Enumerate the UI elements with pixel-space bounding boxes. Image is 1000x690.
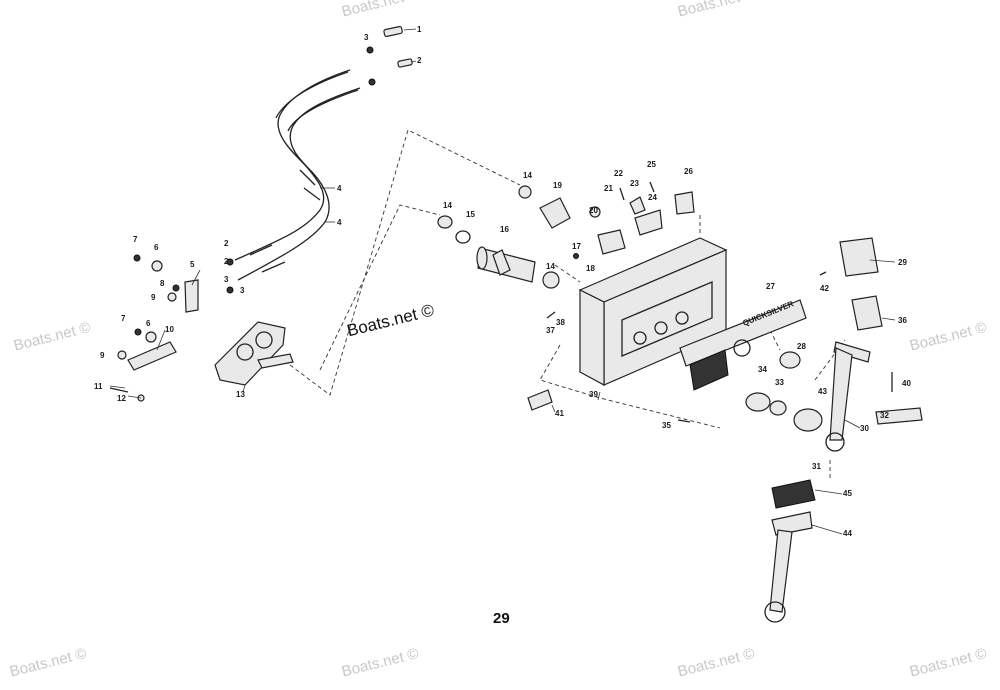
callout-10: 10 — [165, 325, 174, 334]
callout-35: 35 — [662, 421, 671, 430]
callout-42: 42 — [820, 284, 829, 293]
callout-6: 6 — [154, 243, 159, 252]
callout-4: 4 — [337, 184, 342, 193]
callout-44: 44 — [843, 529, 852, 538]
callout-9: 9 — [151, 293, 156, 302]
callout-16: 16 — [500, 225, 509, 234]
shaft-assembly — [437, 181, 695, 319]
control-cables — [226, 25, 413, 294]
callout-7b: 7 — [121, 314, 126, 323]
lever-assembly — [527, 237, 923, 623]
routing-lines — [289, 129, 846, 480]
callout-20: 20 — [589, 206, 598, 215]
callout-39: 39 — [589, 390, 598, 399]
page-number: 29 — [493, 610, 510, 627]
callout-19: 19 — [553, 181, 562, 190]
callout-labels: 1 2 3 2 3 4 4 2 3 7 6 8 9 5 7 6 10 9 11 … — [94, 25, 911, 538]
callout-2: 2 — [417, 56, 422, 65]
callout-3b: 3 — [240, 286, 245, 295]
callout-14: 14 — [443, 201, 452, 210]
callout-28: 28 — [797, 342, 806, 351]
callout-21: 21 — [604, 184, 613, 193]
callout-34: 34 — [758, 365, 767, 374]
callout-12: 12 — [117, 394, 126, 403]
callout-7: 7 — [133, 235, 138, 244]
callout-31: 31 — [812, 462, 821, 471]
callout-2c: 2 — [224, 257, 229, 266]
callout-3: 3 — [364, 33, 369, 42]
callout-36: 36 — [898, 316, 907, 325]
callout-23: 23 — [630, 179, 639, 188]
callout-22: 22 — [614, 169, 623, 178]
callout-37: 37 — [546, 326, 555, 335]
callout-14c: 14 — [546, 262, 555, 271]
callout-32: 32 — [880, 411, 889, 420]
callout-29: 29 — [898, 258, 907, 267]
callout-5: 5 — [190, 260, 195, 269]
callout-4b: 4 — [337, 218, 342, 227]
callout-18: 18 — [586, 264, 595, 273]
callout-15: 15 — [466, 210, 475, 219]
callout-3c: 3 — [224, 275, 229, 284]
callout-25: 25 — [647, 160, 656, 169]
callout-2b: 2 — [224, 239, 229, 248]
callout-45: 45 — [843, 489, 852, 498]
callout-1: 1 — [417, 25, 422, 34]
callout-41: 41 — [555, 409, 564, 418]
callout-6b: 6 — [146, 319, 151, 328]
callout-27: 27 — [766, 282, 775, 291]
callout-17: 17 — [572, 242, 581, 251]
callout-8: 8 — [160, 279, 165, 288]
callout-38: 38 — [556, 318, 565, 327]
callout-24: 24 — [648, 193, 657, 202]
leader-lines — [109, 28, 896, 535]
callout-40: 40 — [902, 379, 911, 388]
callout-11: 11 — [94, 382, 103, 391]
callout-14b: 14 — [523, 171, 532, 180]
callout-26: 26 — [684, 167, 693, 176]
callout-9b: 9 — [100, 351, 105, 360]
callout-30: 30 — [860, 424, 869, 433]
left-bracket-assembly — [109, 254, 294, 402]
callout-43: 43 — [818, 387, 827, 396]
callout-33: 33 — [775, 378, 784, 387]
callout-13: 13 — [236, 390, 245, 399]
control-box — [578, 237, 728, 387]
